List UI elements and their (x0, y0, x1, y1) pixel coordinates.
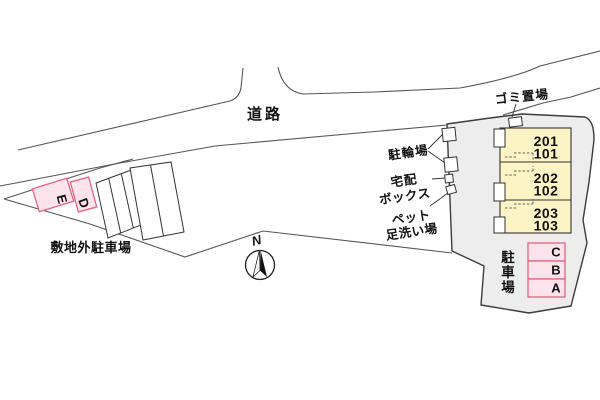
pet-wash-box (445, 183, 458, 196)
road-edge-lower (0, 124, 448, 187)
onsite-stall-a-label: A (551, 281, 561, 296)
parking-lot-label-char2: 車 (501, 264, 515, 280)
pet-leader-line (429, 192, 449, 207)
compass-needle-dark (260, 250, 267, 277)
delivery-leader-line (431, 177, 446, 180)
offsite-stall-e (31, 177, 75, 213)
parking-lot-label: 駐 車 場 (501, 249, 515, 295)
unit-201-label: 201 (534, 133, 559, 149)
parcel-boundary-line (3, 198, 453, 258)
compass-needle-light (252, 249, 261, 279)
stair-dashes (505, 152, 534, 209)
garbage-label: ゴミ置場 (494, 86, 549, 107)
onsite-parking-stalls: C B A (527, 242, 566, 298)
bicycle-rack-1 (441, 126, 457, 143)
entrance-porch (493, 128, 506, 148)
stall-divider (108, 178, 122, 234)
building-outline (499, 127, 572, 234)
pet-label-line2: 足洗い場 (385, 221, 439, 243)
delivery-label-line1: 宅配 (390, 171, 419, 190)
parking-lot-label-char3: 場 (501, 279, 515, 295)
entrance-porch (493, 216, 506, 234)
stall-divider (120, 173, 134, 229)
offsite-stall-d (69, 176, 98, 213)
offsite-stall-e-label: E (54, 193, 71, 206)
unit-202-label: 202 (534, 170, 559, 186)
entrance-porch (493, 182, 506, 202)
offsite-parking-label: 敷地外駐車場 (50, 240, 131, 255)
bicycle-leader-line-1 (427, 133, 444, 150)
bicycle-rack-2 (443, 156, 459, 173)
road-label: 道路 (247, 105, 283, 123)
north-label: N (250, 232, 263, 249)
delivery-box (444, 173, 454, 184)
road-edge-upper-right (277, 50, 600, 95)
delivery-label-line2: ボックス (378, 185, 431, 207)
unit-102-label: 102 (534, 183, 559, 199)
offsite-stall-group-large (129, 161, 185, 241)
road-edge-upper-left (17, 67, 244, 151)
stall-divider (150, 164, 164, 237)
bicycle-leader-line-2 (427, 150, 446, 164)
onsite-stall-c-label: C (551, 245, 561, 260)
road-edge-right (502, 87, 600, 116)
parking-lot-label-char1: 駐 (501, 249, 515, 265)
onsite-stall-a (527, 278, 566, 298)
garbage-leader-line (511, 103, 517, 118)
bicycle-label: 駐輪場 (387, 142, 429, 162)
unit-101-label: 101 (534, 146, 559, 162)
unit-203-label: 203 (534, 205, 559, 221)
pet-label-line1: ペット (391, 208, 432, 227)
onsite-stall-b-label: B (551, 263, 560, 278)
compass: N (244, 232, 276, 281)
garbage-box (507, 116, 524, 128)
unit-103-label: 103 (534, 218, 559, 234)
